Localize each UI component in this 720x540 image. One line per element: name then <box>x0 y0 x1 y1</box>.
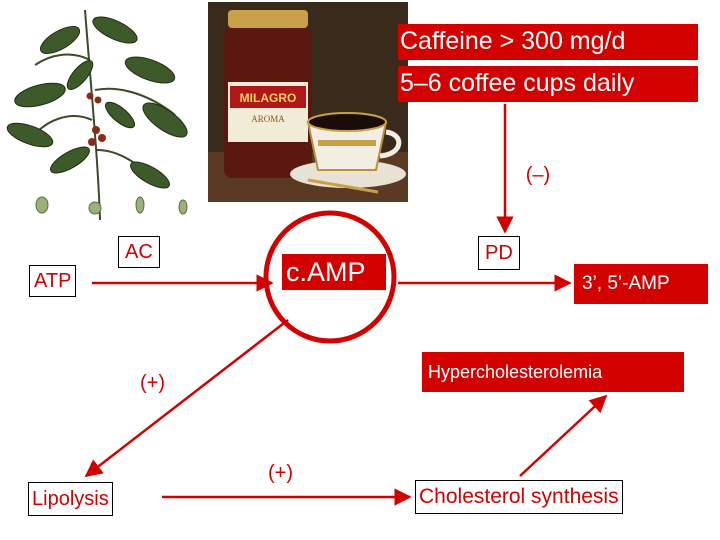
inhibition-sign-label: (–) <box>525 164 551 186</box>
atp-label: ATP <box>29 265 77 297</box>
lipolysis-label: Lipolysis <box>28 482 113 516</box>
jar-brand-label: MILAGRO <box>240 91 297 105</box>
cholesterol-to-hyper-arrow <box>519 394 608 477</box>
ac-enzyme-label: AC <box>118 236 160 268</box>
caffeine-dose-label: Caffeine > 300 mg/d <box>398 24 698 60</box>
camp-to-lipolysis-arrow <box>84 319 289 478</box>
coffee-plant-illustration <box>6 9 188 221</box>
hypercholesterolemia-label: Hypercholesterolemia <box>422 352 684 392</box>
jar-subtitle-label: AROMA <box>251 114 285 124</box>
cholesterol-synthesis-label: Cholesterol synthesis <box>415 480 623 514</box>
pd-enzyme-label: PD <box>478 236 520 270</box>
camp-label: c.AMP <box>282 254 386 290</box>
activation-sign-bottom: (+) <box>268 462 293 484</box>
activation-sign-left: (+) <box>140 372 165 394</box>
amp-label: 3’, 5’-AMP <box>574 264 708 304</box>
coffee-product-photo: MILAGRO AROMA <box>208 2 408 202</box>
coffee-cups-label: 5–6 coffee cups daily <box>398 66 698 102</box>
